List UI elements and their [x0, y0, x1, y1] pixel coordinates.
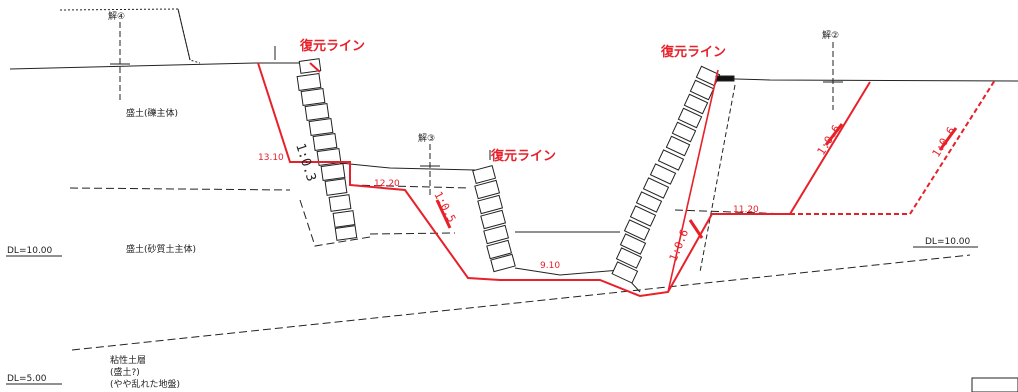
boundary-mid-fill: [349, 184, 471, 189]
boundary-right-fill: [674, 209, 791, 215]
boundary-lower-fill: [369, 232, 456, 235]
stone-block: [629, 205, 657, 227]
stone-block: [334, 225, 358, 241]
section-mark-2: 解②: [822, 29, 839, 41]
stone-block: [472, 165, 497, 184]
stone-block: [677, 107, 703, 129]
stone-block: [671, 121, 697, 143]
stone-block: [615, 247, 643, 269]
stone-block: [483, 224, 510, 245]
datum-lines: [6, 246, 978, 385]
restore-lines: [257, 62, 996, 298]
soil-label-clay-3: (やや乱れた地盤): [110, 378, 180, 390]
left-ground-surface: [9, 62, 305, 70]
dimension-13-10: 13.10: [258, 153, 284, 163]
slope-label-right2: 1:0.6: [815, 123, 844, 158]
section-markers: [110, 22, 843, 196]
stone-walls: [296, 58, 735, 284]
soil-label-clay-1: 粘性土層: [110, 354, 146, 366]
soil-label-sandy: 盛土(砂質土主体): [126, 243, 196, 255]
stone-block: [623, 219, 651, 241]
slope-marker-right: [688, 219, 704, 239]
stone-block: [312, 132, 338, 152]
boundary-left-wall-base: [299, 199, 371, 247]
stone-block: [665, 135, 691, 157]
soil-label-clay-2: (盛土?): [110, 366, 140, 378]
stone-block: [683, 93, 709, 115]
restore-line-main: [257, 62, 871, 298]
datum-label-right-10: DL=10.00: [925, 237, 971, 247]
stone-block: [332, 210, 356, 228]
restore-label-left: 復元ライン: [299, 38, 365, 54]
right-ground-surface: [699, 77, 1018, 82]
restore-line-top-left: [309, 62, 321, 73]
dimension-11-20: 11.20: [733, 205, 759, 215]
boundary-left-fill: [69, 187, 291, 191]
mid-bench: [339, 162, 476, 171]
stone-block: [308, 117, 334, 137]
stone-block: [298, 58, 322, 74]
slope-marker-right3: [938, 127, 958, 151]
stone-block: [689, 79, 715, 101]
stone-block: [320, 162, 346, 182]
stone-block: [474, 179, 501, 200]
section-mark-3: 解③: [418, 132, 435, 144]
slope-label-mid: 1:0.5: [431, 189, 458, 224]
section-mark-4: 解④: [108, 10, 125, 22]
stone-block: [296, 72, 322, 92]
datum-label-left-5: DL=5.00: [7, 374, 47, 384]
slope-marker-mid: [435, 199, 452, 229]
stone-block: [486, 239, 513, 260]
stone-block: [635, 191, 663, 213]
stone-block: [324, 178, 348, 196]
stone-block: [619, 233, 647, 255]
slope-marker-right2: [824, 123, 844, 146]
layer-boundaries: [69, 84, 971, 351]
left-upper-embankment: [59, 8, 201, 64]
boundary-right-wall-back: [699, 84, 736, 273]
left-upper-edge: [177, 8, 191, 61]
slope-label-right3: 1:0.6: [930, 125, 959, 160]
stone-block: [304, 102, 330, 122]
datum-label-left-10: DL=10.00: [7, 246, 53, 256]
stone-block: [477, 194, 504, 215]
restore-label-mid: 復元ライン: [490, 148, 556, 164]
boundary-clay-layer: [71, 254, 971, 351]
stone-block: [642, 177, 670, 199]
dimension-9-10: 9.10: [540, 261, 560, 271]
stone-block: [611, 261, 639, 284]
stone-block: [657, 149, 685, 171]
dimension-12-20: 12.20: [374, 179, 400, 189]
corner-frame: [971, 377, 1018, 392]
restore-label-right: 復元ライン: [660, 44, 726, 60]
restore-line-right-wall: [667, 69, 719, 293]
stone-block: [490, 253, 516, 273]
wall-cap: [715, 75, 735, 82]
stone-block: [300, 87, 326, 107]
stone-block: [649, 163, 677, 185]
stone-block: [480, 209, 507, 230]
soil-label-gravel: 盛土(礫主体): [126, 107, 178, 119]
restore-line-dashed: [790, 79, 996, 215]
stone-block: [328, 194, 352, 212]
